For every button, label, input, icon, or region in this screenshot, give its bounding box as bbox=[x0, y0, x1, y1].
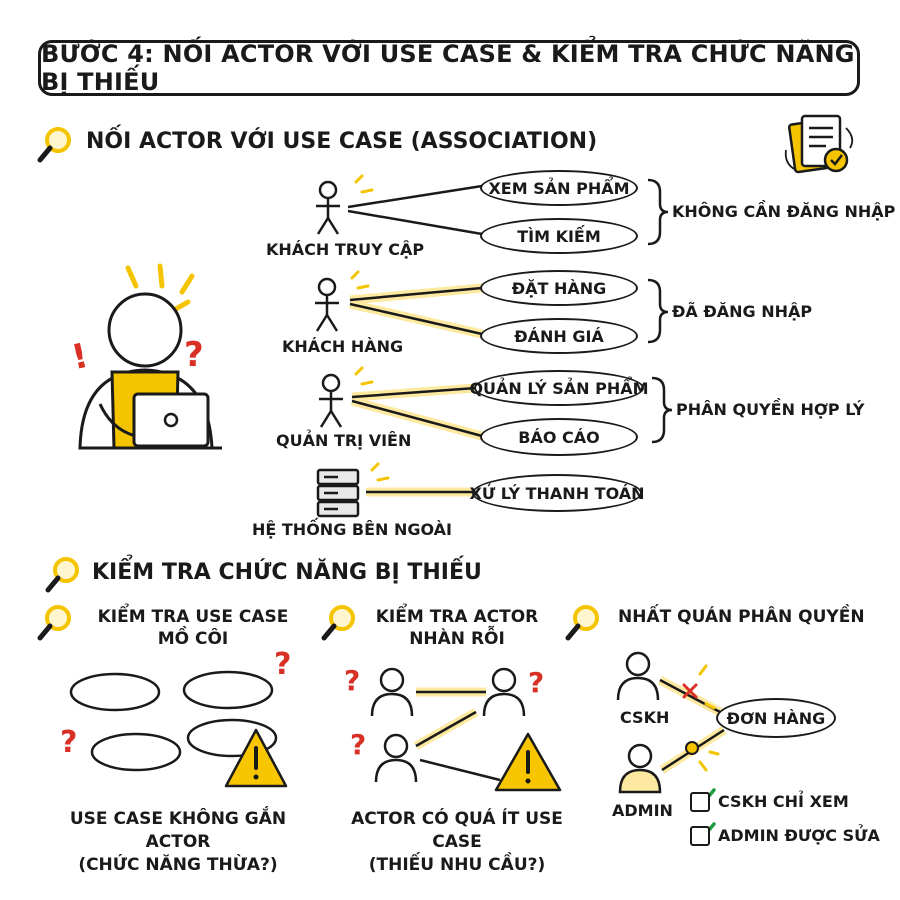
magnifier-icon bbox=[321, 605, 355, 641]
stick-figure-icon bbox=[319, 373, 343, 428]
admin-associations bbox=[350, 383, 484, 441]
usecase-process-payment: XỬ LÝ THANH TOÁN bbox=[469, 474, 645, 512]
edit-mark-icon bbox=[685, 741, 699, 755]
orphan-caption-line1: USE CASE KHÔNG GẮN ACTOR bbox=[69, 809, 287, 852]
orphan-title-line1: KIỂM TRA USE CASE bbox=[97, 607, 289, 627]
spark-marks bbox=[350, 174, 390, 482]
usecase-order: ĐƠN HÀNG bbox=[716, 698, 836, 738]
deny-mark-icon bbox=[682, 683, 698, 699]
brace-no-login bbox=[647, 178, 669, 246]
server-icon bbox=[316, 468, 360, 518]
person-icon bbox=[374, 733, 418, 783]
actor-admin-short-label: ADMIN bbox=[612, 801, 673, 820]
idle-caption-line1: ACTOR CÓ QUÁ ÍT USE CASE bbox=[351, 809, 563, 852]
question-mark-icon: ? bbox=[344, 664, 360, 697]
question-mark-icon: ? bbox=[274, 647, 291, 682]
brace-logged-in bbox=[647, 278, 669, 344]
laptop-person-icon: ! ? bbox=[68, 263, 222, 450]
orphan-caption-line2: (CHỨC NĂNG THỪA?) bbox=[78, 855, 278, 875]
brace-authorized bbox=[651, 376, 673, 444]
usecase-view-products: XEM SẢN PHẨM bbox=[480, 170, 638, 206]
permission-title: NHẤT QUÁN PHÂN QUYỀN bbox=[618, 607, 865, 627]
orphan-title-line2: MỒ CÔI bbox=[157, 629, 229, 649]
group-no-login-label: KHÔNG CẦN ĐĂNG NHẬP bbox=[672, 202, 896, 221]
warning-triangle-icon bbox=[224, 728, 288, 788]
section-missing-heading: KIỂM TRA CHỨC NĂNG BỊ THIẾU bbox=[92, 560, 482, 585]
question-mark-icon: ? bbox=[60, 725, 77, 760]
page-title: BƯỚC 4: NỐI ACTOR VỚI USE CASE & KIỂM TR… bbox=[38, 40, 860, 96]
guest-associations bbox=[347, 184, 483, 236]
actor-cskh-label: CSKH bbox=[620, 708, 670, 727]
usecase-manage-products: QUẢN LÝ SẢN PHẨM bbox=[469, 370, 649, 406]
section-association-heading: NỐI ACTOR VỚI USE CASE (ASSOCIATION) bbox=[86, 129, 598, 154]
orphan-usecase-caption: USE CASE KHÔNG GẮN ACTOR (CHỨC NĂNG THỪA… bbox=[40, 808, 316, 877]
idle-title-line2: NHÀN RỖI bbox=[409, 629, 505, 649]
actor-guest-label: KHÁCH TRUY CẬP bbox=[266, 240, 425, 259]
check-admin-can-edit: ADMIN ĐƯỢC SỬA bbox=[718, 826, 880, 845]
group-authorized-label: PHÂN QUYỀN HỢP LÝ bbox=[676, 400, 865, 419]
person-icon bbox=[370, 667, 414, 717]
group-logged-in-label: ĐÃ ĐĂNG NHẬP bbox=[672, 302, 813, 321]
warning-triangle-icon bbox=[494, 732, 562, 792]
idle-caption-line2: (THIẾU NHU CẦU?) bbox=[368, 855, 546, 875]
magnifier-icon bbox=[565, 605, 599, 641]
usecase-search: TÌM KIẾM bbox=[480, 218, 638, 254]
idle-actor-caption: ACTOR CÓ QUÁ ÍT USE CASE (THIẾU NHU CẦU?… bbox=[326, 808, 588, 877]
document-check-icon bbox=[784, 114, 854, 174]
person-icon bbox=[482, 667, 526, 717]
idle-actor-title: KIỂM TRA ACTOR NHÀN RỖI bbox=[364, 606, 550, 650]
checkbox-admin bbox=[690, 826, 710, 846]
usecase-review: ĐÁNH GIÁ bbox=[480, 318, 638, 354]
checkbox-cskh bbox=[690, 792, 710, 812]
magnifier-icon bbox=[37, 605, 71, 641]
check-cskh-view-only: CSKH CHỈ XEM bbox=[718, 792, 849, 811]
actor-admin-label: QUẢN TRỊ VIÊN bbox=[276, 431, 412, 450]
usecase-place-order: ĐẶT HÀNG bbox=[480, 270, 638, 306]
person-icon bbox=[616, 651, 660, 701]
magnifier-icon bbox=[37, 127, 71, 163]
permission-links bbox=[657, 664, 727, 774]
question-mark-icon: ? bbox=[350, 728, 366, 761]
exclamation-icon: ! bbox=[68, 336, 91, 378]
orphan-usecase-title: KIỂM TRA USE CASE MỒ CÔI bbox=[80, 606, 306, 650]
customer-associations bbox=[349, 283, 483, 339]
usecase-report: BÁO CÁO bbox=[480, 418, 638, 456]
stick-figure-icon bbox=[315, 277, 339, 332]
actor-customer-label: KHÁCH HÀNG bbox=[282, 337, 404, 356]
idle-actor-links bbox=[413, 687, 501, 782]
actor-external-label: HỆ THỐNG BÊN NGOÀI bbox=[252, 520, 453, 539]
idle-title-line1: KIỂM TRA ACTOR bbox=[375, 607, 539, 627]
question-mark-icon: ? bbox=[184, 335, 204, 375]
magnifier-icon bbox=[45, 557, 79, 593]
stick-figure-icon bbox=[316, 180, 340, 235]
question-mark-icon: ? bbox=[528, 666, 544, 699]
person-icon bbox=[618, 743, 662, 794]
